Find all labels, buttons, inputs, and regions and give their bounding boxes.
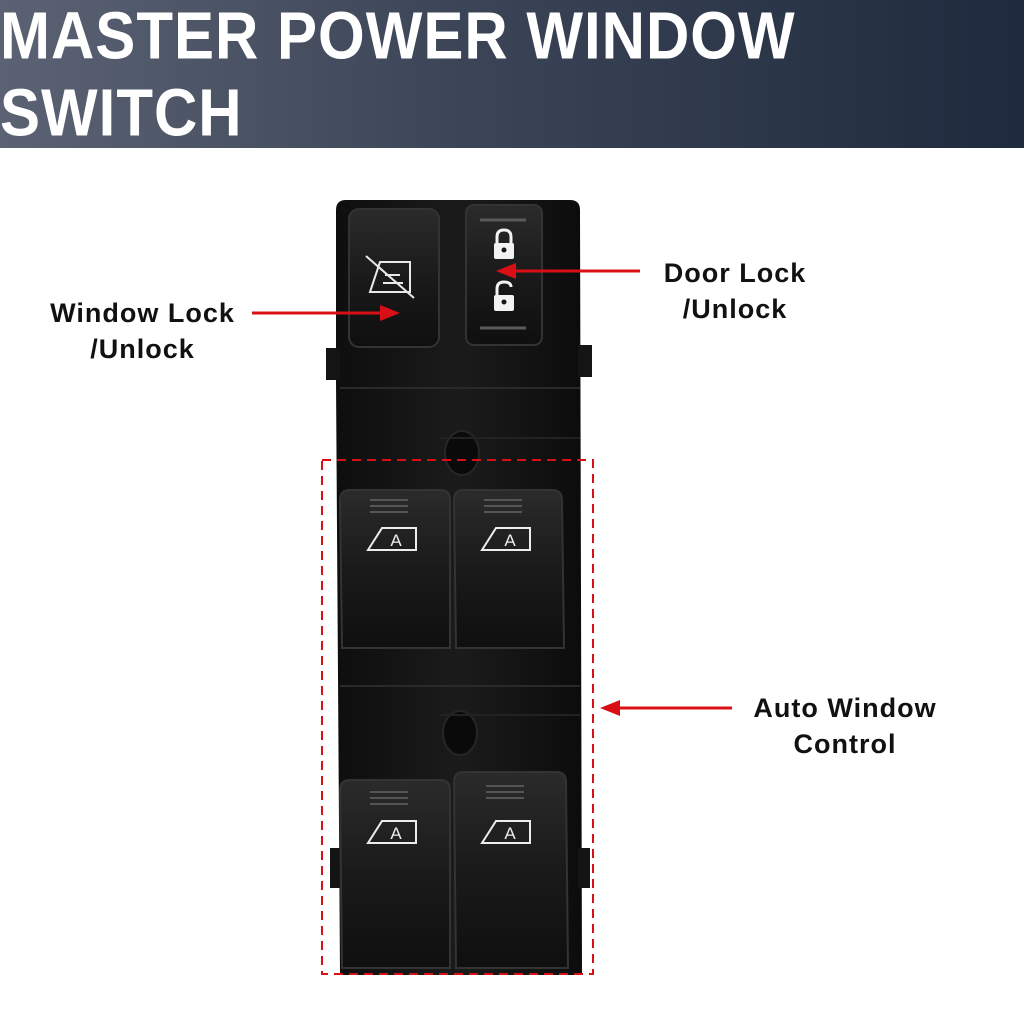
auto-window-icon (480, 527, 531, 551)
window-lock-label: Window Lock /Unlock (30, 295, 255, 367)
door-lock-label-line1: Door Lock (663, 258, 807, 288)
auto-window-highlight-box (321, 459, 594, 975)
banner-title: MASTER POWER WINDOW SWITCH (0, 0, 796, 151)
window-button-front-right[interactable]: A (452, 489, 566, 649)
auto-letter: A (390, 531, 402, 550)
auto-letter: A (390, 824, 402, 843)
auto-window-icon (366, 527, 417, 551)
auto-window-label-line2: Control (793, 729, 897, 759)
door-lock-rocker[interactable] (465, 204, 543, 346)
auto-letter: A (504, 824, 516, 843)
auto-window-icon (366, 820, 417, 844)
auto-letter: A (504, 531, 516, 550)
door-lock-arrow (496, 263, 640, 279)
door-lock-label: Door Lock /Unlock (640, 255, 830, 327)
window-lock-button[interactable] (348, 208, 440, 348)
window-lock-arrow (252, 305, 400, 321)
padlock-closed-icon (494, 228, 514, 259)
window-lock-label-line2: /Unlock (90, 334, 195, 364)
window-lock-label-line1: Window Lock (50, 298, 235, 328)
padlock-open-icon (494, 280, 514, 311)
door-lock-label-line2: /Unlock (682, 294, 788, 324)
window-button-rear-right[interactable]: A (452, 771, 570, 969)
auto-window-label-line1: Auto Window (753, 693, 937, 723)
window-lock-icon (365, 255, 415, 299)
auto-window-arrow (600, 700, 732, 716)
title-banner (0, 0, 1024, 148)
window-button-front-left[interactable]: A (338, 489, 451, 649)
window-button-rear-left[interactable]: A (338, 779, 451, 969)
auto-window-label: Auto Window Control (730, 690, 960, 762)
auto-window-icon (480, 820, 531, 844)
